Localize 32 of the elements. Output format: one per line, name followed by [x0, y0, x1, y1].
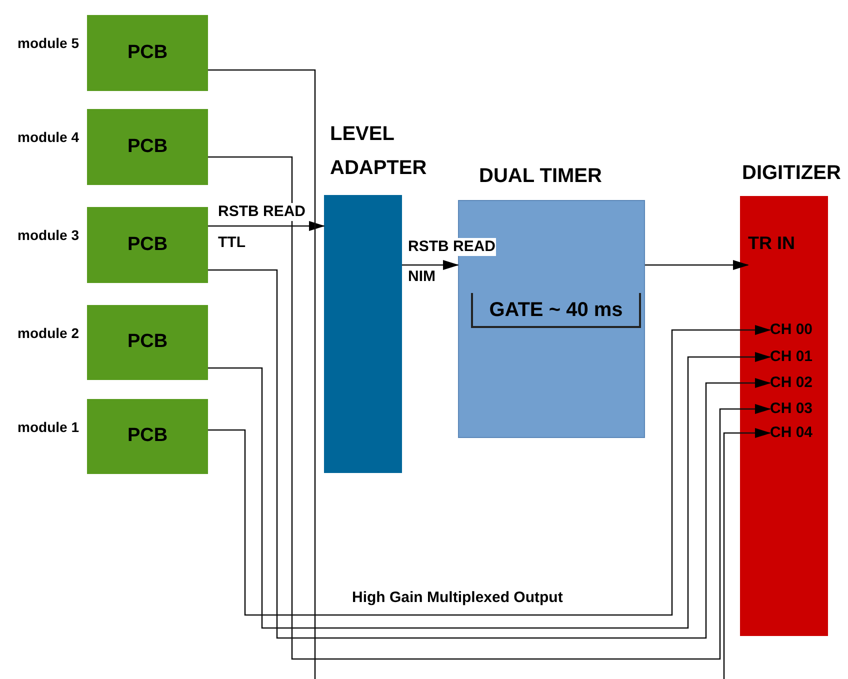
pcb-label: PCB: [127, 232, 168, 257]
pcb-label: PCB: [127, 134, 168, 159]
pcb-label: PCB: [127, 40, 168, 65]
port-label: CH 04: [770, 422, 813, 443]
connector-arrow: [208, 221, 325, 231]
port-label: CH 00: [770, 320, 813, 340]
module-label: module 5: [18, 34, 79, 53]
edge-label: High Gain Multiplexed Output: [352, 589, 563, 607]
module-label: module 3: [18, 226, 79, 245]
port-label: CH 02: [770, 372, 813, 393]
box-heading: DIGITIZER: [742, 161, 842, 186]
signal-label: NIM: [408, 268, 436, 286]
box-heading: DUAL TIMER: [479, 164, 603, 189]
port-label: CH 01: [770, 346, 813, 367]
signal-label: TTL: [218, 234, 246, 252]
module-label: module 2: [18, 324, 79, 342]
box-heading: LEVEL ADAPTER: [330, 122, 428, 181]
module-label: module 4: [18, 128, 79, 147]
port-label: TR IN: [748, 232, 795, 255]
module-label: module 1: [18, 418, 79, 436]
pcb-label: PCB: [127, 330, 168, 354]
gate-label: GATE ~ 40 ms: [489, 298, 623, 322]
connector-arrow: [208, 156, 771, 660]
connector-arrow: [208, 69, 771, 679]
connector-arrow: [402, 260, 459, 270]
pcb-label: PCB: [127, 424, 168, 448]
connector-arrow: [208, 269, 771, 639]
edge-label: RSTB READ: [408, 238, 496, 256]
gate-bracket: [471, 293, 641, 328]
port-label: CH 03: [770, 398, 813, 419]
edge-label: RSTB READ: [218, 203, 306, 221]
connector-arrow: [645, 260, 749, 270]
